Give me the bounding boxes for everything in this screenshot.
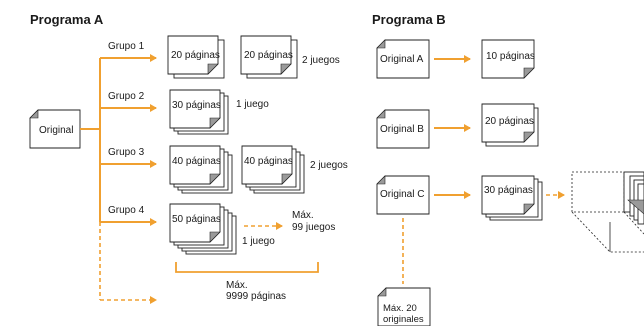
group-3-stack-1: 40 páginas — [169, 145, 233, 194]
group-2-sets: 1 juego — [236, 99, 269, 110]
group-4-stack: 50 páginas — [169, 203, 237, 255]
original-b-output: 20 páginas — [481, 103, 539, 147]
group-2-pages: 30 páginas — [172, 100, 221, 111]
magnified-stack — [571, 171, 644, 253]
max-originals-1: Máx. 20 — [383, 303, 417, 314]
original-b-doc: Original B — [376, 109, 430, 149]
group-2-stack: 30 páginas — [169, 89, 229, 135]
group-1-label: Grupo 1 — [108, 41, 145, 52]
original-b-pages: 20 páginas — [485, 116, 534, 127]
program-a-title: Programa A — [30, 12, 104, 27]
max-originals-2: originales — [383, 314, 424, 325]
program-a-original-label: Original — [39, 125, 73, 136]
group-1-pages-2: 20 páginas — [244, 50, 293, 61]
original-b-label: Original B — [380, 124, 424, 135]
original-c-label: Original C — [380, 189, 424, 200]
max-pages-1: Máx. — [226, 280, 248, 291]
group-4-pages: 50 páginas — [172, 214, 221, 225]
program-a-original-doc: Original — [29, 109, 81, 149]
original-a-output: 10 páginas — [481, 39, 535, 79]
max-pages-bracket — [175, 262, 319, 273]
max-pages-2: 9999 páginas — [226, 291, 286, 302]
original-a-pages: 10 páginas — [486, 51, 535, 62]
group-3-pages-1: 40 páginas — [172, 156, 221, 167]
original-c-output: 30 páginas — [481, 175, 543, 221]
group-2-label: Grupo 2 — [108, 91, 145, 102]
group-1-sets: 2 juegos — [302, 55, 340, 66]
original-c-pages: 30 páginas — [484, 185, 533, 196]
program-b-title: Programa B — [372, 12, 446, 27]
group-3-pages-2: 40 páginas — [244, 156, 293, 167]
max-originals-doc: Máx. 20 originales — [377, 287, 431, 326]
original-a-doc: Original A — [376, 39, 430, 79]
group-1-pages-1: 20 páginas — [171, 50, 220, 61]
program-a-connectors — [80, 54, 157, 304]
group-1-stack-1: 20 páginas — [167, 35, 225, 79]
group-4-label: Grupo 4 — [108, 205, 145, 216]
group-3-sets: 2 juegos — [310, 160, 348, 171]
group-3-stack-2: 40 páginas — [241, 145, 305, 194]
group-1-stack-2: 20 páginas — [240, 35, 298, 79]
group-3-label: Grupo 3 — [108, 147, 145, 158]
group-4-sets: 1 juego — [242, 236, 275, 247]
group-4-max-sets-2: 99 juegos — [292, 222, 335, 233]
group-4-max-sets-1: Máx. — [292, 210, 314, 221]
original-a-label: Original A — [380, 54, 424, 65]
original-c-doc: Original C — [376, 175, 430, 215]
